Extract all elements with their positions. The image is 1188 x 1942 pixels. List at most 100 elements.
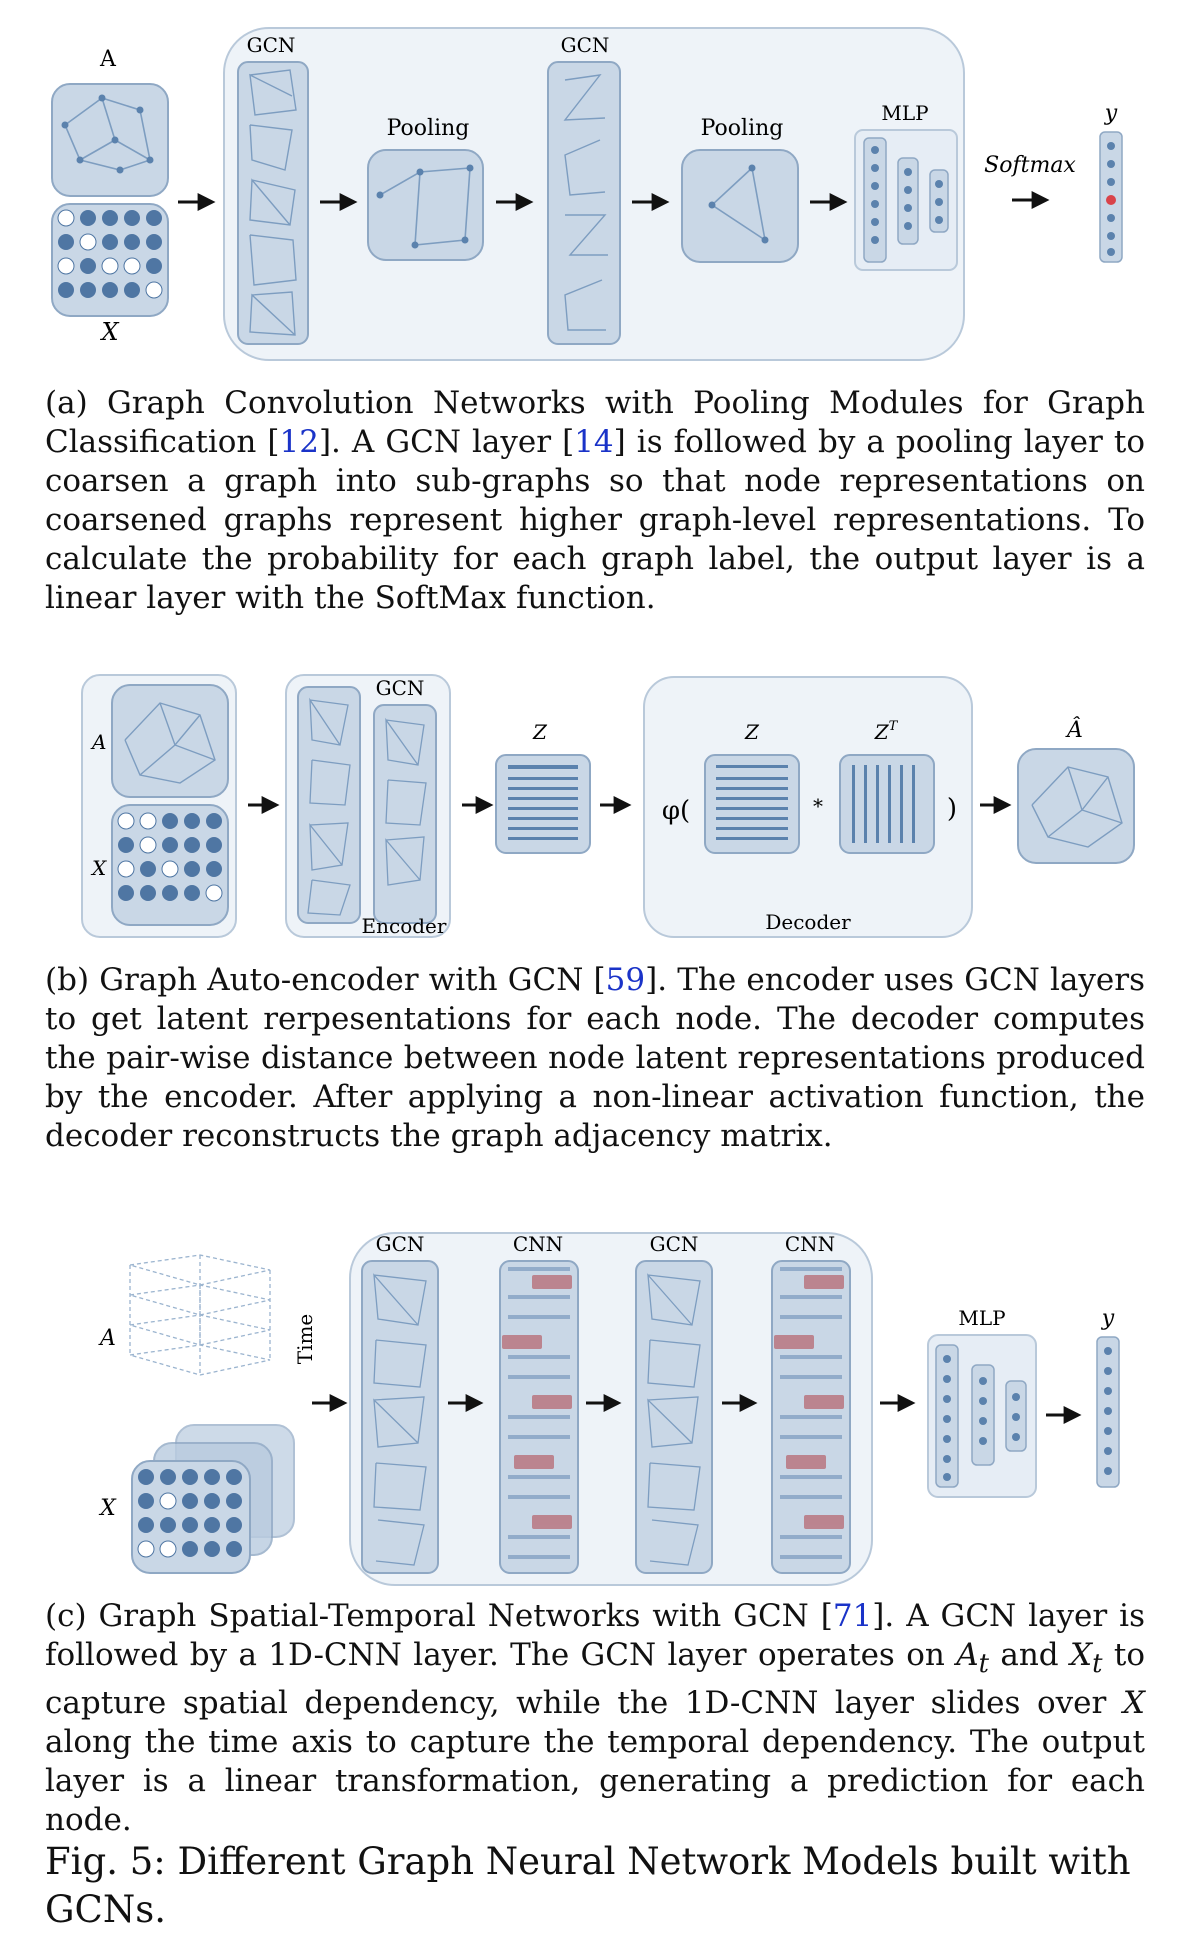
decoder-z-values (716, 765, 788, 840)
z-transpose-superscript: T (889, 719, 899, 734)
feature-matrix-dots (117, 812, 223, 902)
label-close-paren: ) (947, 794, 957, 824)
math-x: X (1122, 1685, 1145, 1722)
gcn-layer-1 (297, 686, 361, 924)
label-gcn-1: GCN (376, 1232, 425, 1256)
figure-b: A X GCN Encoder Z φ( Z (0, 665, 1188, 945)
caption-a-text: (a) Graph Convolution Networks with Pool… (45, 385, 1145, 460)
label-x: X (90, 856, 107, 880)
gcn-layer-2-graphs (563, 74, 608, 331)
gcn-layer-2-graphs (647, 1273, 701, 1566)
figure-b-diagram: A X GCN Encoder Z φ( Z (81, 674, 1135, 938)
label-z-decoder: Z (744, 720, 760, 744)
cnn-layer-2-kernels (774, 1275, 844, 1529)
caption-c-text: ]. A GCN layer is followed by a 1D-CNN l… (45, 1598, 1145, 1673)
citation-link[interactable]: 59 (605, 962, 646, 998)
pooling-1-nodes (376, 164, 474, 249)
citation-link[interactable]: 71 (832, 1598, 873, 1634)
mlp-nodes (871, 146, 943, 244)
pooling-1-graph (379, 167, 471, 246)
label-gcn-2: GCN (650, 1232, 699, 1256)
adjacency-graph-nodes (61, 94, 154, 174)
label-encoder: Encoder (362, 914, 447, 938)
gcn-layer-1-graphs (373, 1273, 427, 1566)
decoder-zt-values (852, 765, 915, 843)
latent-z-values (508, 765, 578, 840)
label-mlp: MLP (881, 101, 928, 125)
label-gcn: GCN (376, 676, 425, 700)
label-a: A (99, 47, 117, 72)
gcn-layer-1 (361, 1260, 439, 1574)
gcn-layer-graphs (307, 697, 427, 916)
gcn-layer-1 (237, 61, 309, 345)
caption-b: (b) Graph Auto-encoder with GCN [59]. Th… (45, 961, 1145, 1156)
citation-link[interactable]: 12 (279, 424, 319, 460)
label-pooling-2: Pooling (701, 116, 784, 141)
temporal-graph-stack (129, 1254, 271, 1376)
math-a: A (956, 1637, 979, 1673)
label-decoder: Decoder (765, 910, 851, 934)
label-x: X (98, 1496, 117, 1521)
caption-b-text: (b) Graph Auto-encoder with GCN [ (45, 962, 606, 998)
label-z-transpose: ZT (874, 719, 899, 744)
feature-matrix-dots (57, 209, 163, 299)
figure-c-diagram: A Time X GCN CNN (98, 1232, 1120, 1586)
label-gcn-1: GCN (247, 33, 296, 57)
pooling-2-nodes (708, 164, 769, 244)
output-nodes (1106, 142, 1116, 256)
mlp-layer-2 (897, 157, 919, 245)
label-pooling-1: Pooling (387, 116, 470, 141)
decoder-zt-matrix (839, 754, 935, 854)
label-phi: φ( (662, 796, 690, 826)
pooling-2-panel (681, 149, 799, 263)
gcn-layer-2 (547, 61, 621, 345)
cnn-layer-1-kernels (502, 1275, 572, 1529)
decoder-frame (643, 676, 973, 938)
figure-c: A Time X GCN CNN (0, 1215, 1188, 1595)
cnn-layer-1-grid (508, 1267, 570, 1559)
label-y: y (1101, 1306, 1115, 1331)
caption-a-text: ] is followed by a pooling layer to coar… (45, 424, 1145, 616)
label-cnn-1: CNN (513, 1232, 563, 1256)
reconstructed-graph-edges (1031, 766, 1123, 848)
caption-c: (c) Graph Spatial-Temporal Networks with… (45, 1597, 1145, 1840)
label-a: A (90, 730, 106, 754)
z-transpose-base: Z (874, 720, 890, 744)
figure-a-diagram: A X GCN Pooling (51, 27, 1123, 361)
cnn-layer-2-grid (780, 1267, 842, 1559)
pooling-2-graph (710, 167, 767, 242)
label-mlp: MLP (958, 1306, 1005, 1330)
caption-a: (a) Graph Convolution Networks with Pool… (45, 384, 1145, 618)
mlp-layer-2 (971, 1364, 995, 1466)
caption-a-text: ]. A GCN layer [ (318, 424, 575, 460)
label-times: * (813, 794, 823, 818)
gcn-layer-1-graphs (249, 69, 297, 336)
caption-c-text: (c) Graph Spatial-Temporal Networks with… (45, 1598, 833, 1634)
gcn-layer-2 (373, 704, 437, 924)
label-a: A (98, 1326, 116, 1351)
math-x: X (1070, 1637, 1093, 1673)
output-nodes (1104, 1347, 1112, 1475)
label-time: Time (293, 1314, 317, 1365)
label-a-hat: Â (1065, 716, 1083, 743)
caption-c-text: to capture spatial dependency, while the… (45, 1637, 1145, 1722)
math-subscript: t (1092, 1649, 1103, 1680)
adjacency-graph-panel (111, 684, 229, 798)
caption-c-text: and (988, 1637, 1071, 1673)
caption-c-text: along the time axis to capture the tempo… (45, 1724, 1145, 1839)
math-subscript: t (978, 1649, 989, 1680)
label-x: X (99, 318, 119, 346)
figure-title: Fig. 5: Different Graph Neural Network M… (45, 1840, 1131, 1931)
mlp-nodes (943, 1355, 1020, 1481)
caption-b-text: ]. The encoder uses GCN layers to get la… (45, 962, 1145, 1154)
label-cnn-2: CNN (785, 1232, 835, 1256)
label-y: y (1104, 101, 1118, 126)
gcn-layer-2 (635, 1260, 713, 1574)
adjacency-graph-edges (124, 702, 216, 784)
label-z: Z (532, 720, 548, 744)
label-softmax: Softmax (984, 153, 1076, 178)
citation-link[interactable]: 14 (574, 424, 614, 460)
figure-a: A X GCN Pooling (0, 0, 1188, 380)
label-gcn-2: GCN (561, 33, 610, 57)
feature-matrix-dots (137, 1469, 242, 1558)
